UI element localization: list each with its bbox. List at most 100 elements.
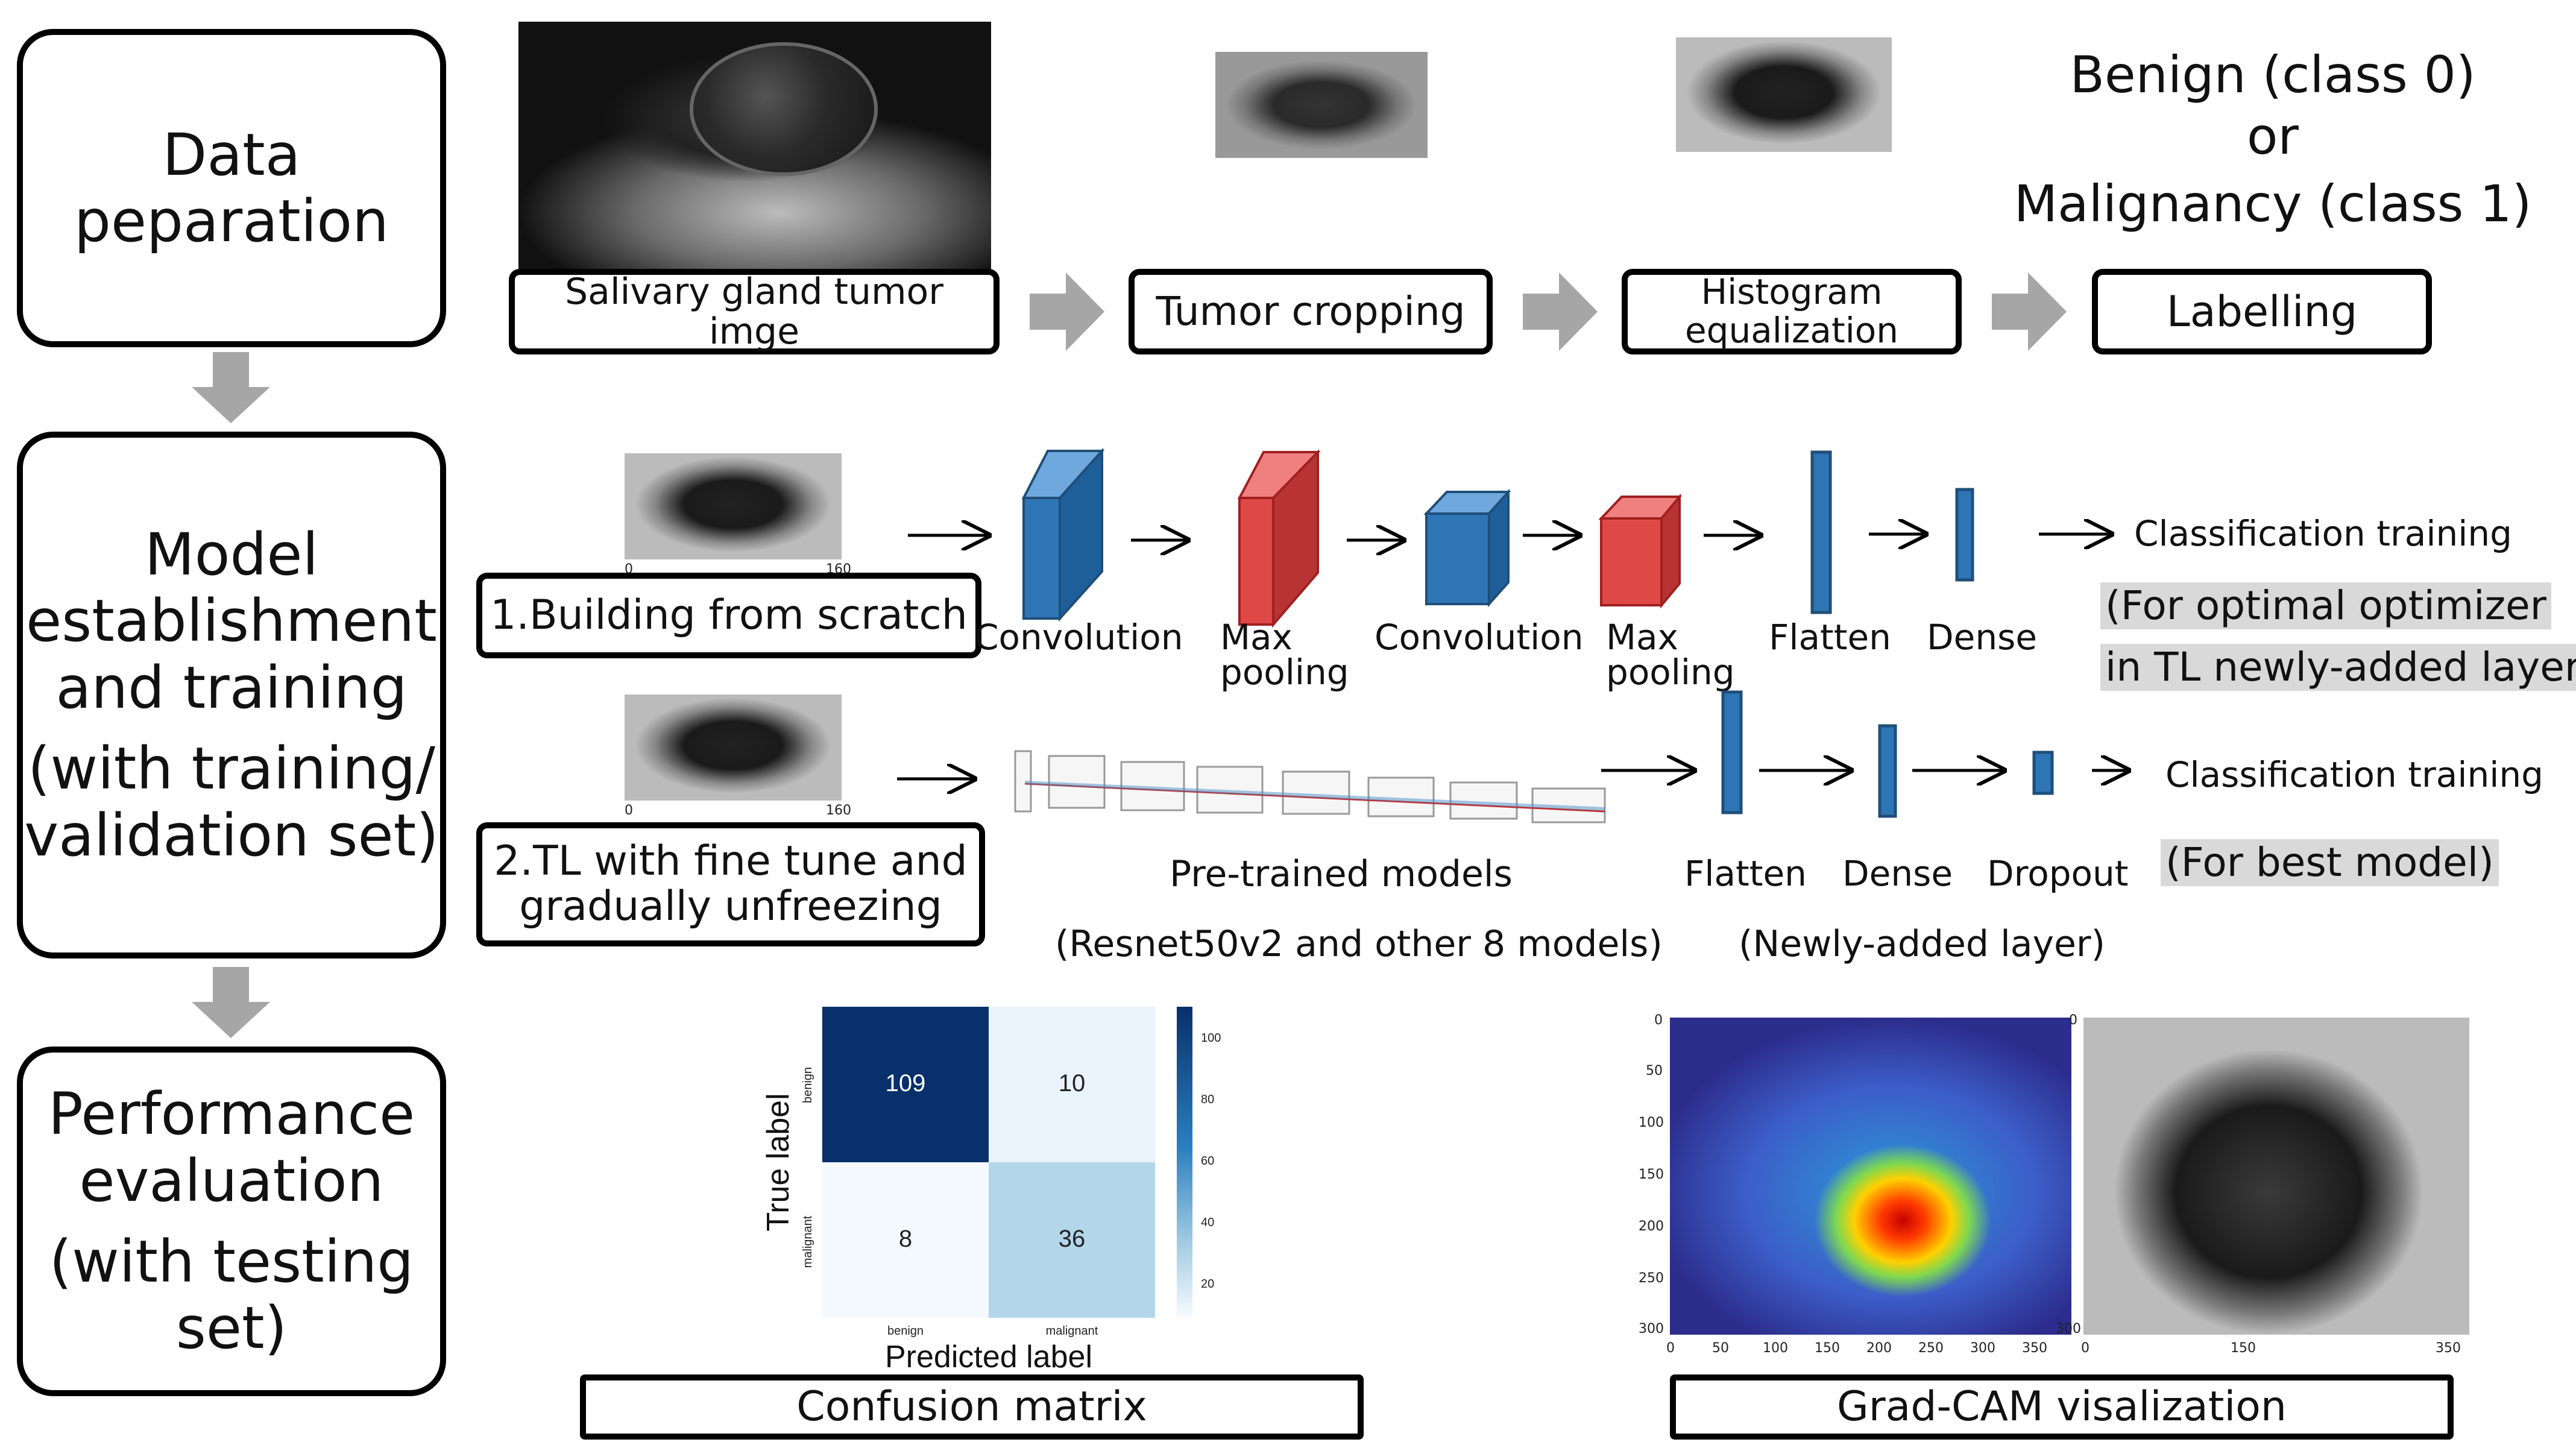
gradcam-tick: 150 — [1639, 1167, 1664, 1182]
cm-value: 10 — [1059, 1070, 1086, 1097]
cropped-tumor-image — [1215, 52, 1428, 158]
layer-label: Flatten — [1769, 617, 1891, 658]
caption-confusion-matrix: Confusion matrix — [580, 1374, 1364, 1440]
cnn-diagram — [908, 447, 2526, 628]
gradcam-tick: 100 — [1763, 1341, 1788, 1356]
cm-value: 109 — [886, 1070, 926, 1097]
cm-xlabel: Predicted label — [885, 1340, 1092, 1374]
cm-colorbar-tick: 40 — [1201, 1216, 1214, 1229]
gradcam-heatmap-image — [1670, 1018, 2071, 1335]
note-optimizer-line1: (For optimal optimizer — [2100, 582, 2551, 629]
flatten-block — [1721, 690, 1743, 814]
stage-title-line: validation set) — [24, 801, 439, 869]
cm-colorbar — [1177, 1007, 1192, 1318]
gradcam-tick: 350 — [2436, 1341, 2461, 1356]
pretrained-label: Pre-trained models — [1170, 853, 1513, 895]
label-malignancy: Malignancy (class 1) — [2014, 174, 2532, 233]
confusion-matrix: 109 10 8 36 benign malignant benign mali… — [761, 1007, 1221, 1374]
gradcam-tick: 0 — [2081, 1341, 2089, 1356]
gradcam-tick: 150 — [1815, 1341, 1840, 1356]
caption-gradcam: Grad-CAM visalization — [1670, 1374, 2454, 1440]
gradcam-tick: 300 — [2056, 1321, 2081, 1336]
gradcam-tick: 100 — [1639, 1115, 1664, 1130]
layer-label: Dropout — [1987, 853, 2129, 894]
cm-row-label: benign — [801, 1067, 814, 1103]
classification-training-label: Classification training — [2134, 513, 2512, 554]
step-tumor-cropping: Tumor cropping — [1129, 269, 1493, 354]
layer-label: Max pooling — [1606, 617, 1735, 693]
ultrasound-image — [518, 22, 991, 276]
stage-title-line: Performance — [48, 1080, 415, 1148]
gradcam-tick: 150 — [2231, 1341, 2256, 1356]
cm-colorbar-tick: 60 — [1201, 1154, 1214, 1168]
classification-training-label: Classification training — [2165, 754, 2543, 795]
gradcam-tick: 300 — [1639, 1321, 1664, 1336]
gradcam-tick: 0 — [1666, 1341, 1675, 1356]
pretrained-sublabel: (Resnet50v2 and other 8 models) — [1055, 923, 1663, 965]
dense-block — [1878, 724, 1897, 818]
tl-diagram — [897, 690, 2514, 823]
equalized-tumor-image — [1676, 37, 1892, 152]
layer-label: Dense — [1842, 853, 1953, 894]
stage-title-line: peparation — [74, 187, 389, 255]
cm-colorbar-tick: 20 — [1201, 1277, 1214, 1291]
gradcam-tick: 250 — [1918, 1341, 1944, 1356]
dense-block — [1955, 488, 1974, 582]
gradcam-tick: 200 — [1866, 1341, 1892, 1356]
gradcam-tick: 50 — [1646, 1063, 1663, 1078]
stage-title-line: (with training/ — [28, 735, 435, 803]
gradcam-tick: 300 — [1970, 1341, 1995, 1356]
stage-title-line: set) — [175, 1294, 288, 1362]
input-thumbnail — [625, 453, 842, 559]
cm-colorbar-tick: 100 — [1201, 1031, 1221, 1045]
max-pooling-block — [1598, 493, 1683, 609]
convolution-block — [1423, 488, 1511, 608]
thumb-axis-label: 0 — [625, 803, 633, 818]
right-arrow-icon — [1523, 272, 1598, 351]
cm-col-label: benign — [887, 1324, 924, 1338]
input-thumbnail — [625, 694, 842, 801]
cm-ylabel: True label — [761, 1093, 796, 1231]
gradcam-original-image — [2083, 1018, 2469, 1335]
gradcam-tick: 0 — [1654, 1013, 1663, 1028]
cm-cell — [822, 1162, 989, 1318]
newly-added-label: (Newly-added layer) — [1739, 923, 2105, 965]
down-arrow-icon — [192, 352, 270, 423]
right-arrow-icon — [1992, 272, 2067, 351]
gradcam-tick: 0 — [2069, 1013, 2077, 1028]
note-optimizer-line2: in TL newly-added layer) — [2100, 644, 2576, 691]
step-salivary-image: Salivary gland tumor imge — [509, 269, 1000, 354]
layer-label: Convolution — [1375, 617, 1584, 658]
gradcam-tick: 250 — [1639, 1271, 1664, 1286]
label-benign: Benign (class 0) — [2070, 45, 2476, 104]
down-arrow-icon — [192, 967, 270, 1038]
approach-scratch-title: 1.Building from scratch — [476, 573, 981, 658]
approach-tl-title: 2.TL with fine tune and gradually unfree… — [476, 822, 985, 946]
max-pooling-block — [1237, 449, 1321, 628]
layer-label: Max pooling — [1220, 617, 1349, 693]
right-arrow-icon — [1030, 272, 1104, 351]
stage-title-line: (with testing — [49, 1228, 414, 1295]
gradcam-tick: 200 — [1639, 1219, 1664, 1234]
cm-cell — [989, 1007, 1155, 1162]
stage-title-line: establishment — [26, 587, 437, 655]
step-histogram-equalization: Histogram equalization — [1622, 269, 1962, 354]
stage-title-line: and training — [55, 653, 408, 722]
gradcam-tick: 350 — [2022, 1341, 2047, 1356]
layer-label: Dense — [1927, 617, 2038, 658]
stage-title-line: Model — [144, 521, 319, 589]
gradcam-tick: 50 — [1712, 1341, 1729, 1356]
convolution-block — [1021, 447, 1105, 622]
cm-cell — [989, 1162, 1155, 1318]
stage-model-training: Model establishment and training (with t… — [17, 432, 446, 959]
cm-colorbar-tick: 80 — [1201, 1093, 1214, 1106]
thumb-axis-label: 160 — [826, 803, 851, 818]
stage-title-line: evaluation — [79, 1147, 384, 1215]
step-labelling: Labelling — [2092, 269, 2432, 354]
cm-value: 36 — [1059, 1226, 1086, 1252]
stage-data-preparation: Data peparation — [17, 29, 446, 347]
pretrained-model-block — [1014, 750, 1606, 823]
label-or: or — [2247, 107, 2299, 166]
cm-value: 8 — [899, 1226, 912, 1252]
dropout-block — [2032, 751, 2054, 795]
